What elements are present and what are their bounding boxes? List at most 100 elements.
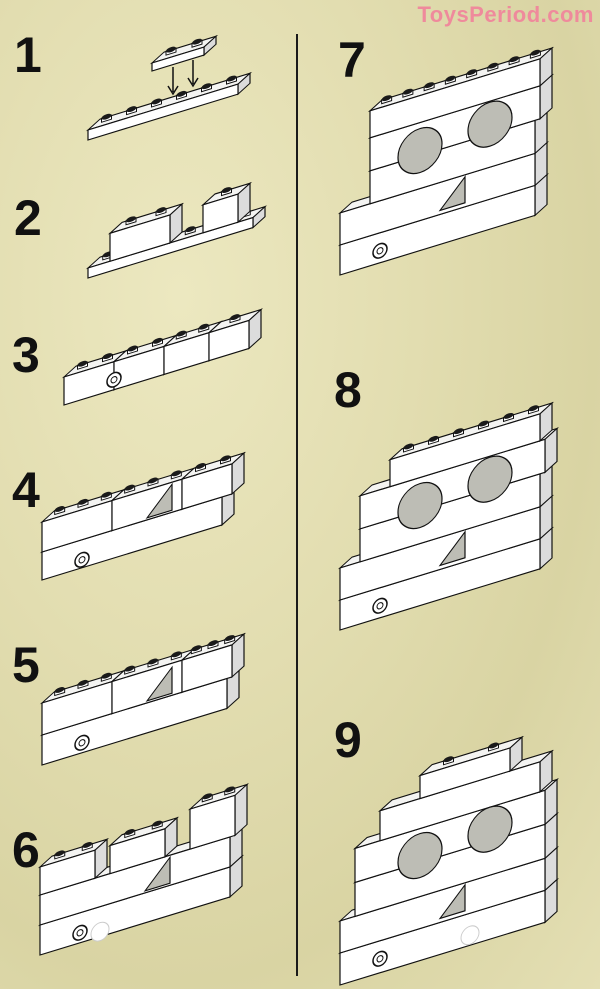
pin-icon (74, 551, 90, 568)
stud-top (78, 679, 88, 686)
step-number-5: 5 (12, 637, 40, 693)
column-divider (296, 34, 298, 976)
stud-top (101, 672, 112, 679)
step-4-model (39, 451, 247, 581)
stud-top (102, 353, 113, 360)
stud-top (126, 106, 137, 113)
brick-front (189, 794, 236, 850)
stud-top (208, 640, 218, 647)
pin-icon (372, 950, 388, 967)
stud-top (148, 658, 158, 665)
stud-top (54, 850, 65, 857)
triangle-opening (145, 482, 173, 519)
stud-top (443, 756, 454, 763)
brick-front (151, 46, 205, 72)
pin-hole (110, 376, 118, 384)
stud-top (201, 83, 212, 90)
stud-top (224, 786, 235, 793)
stud-top (445, 75, 456, 82)
stud-top (226, 75, 237, 82)
stud-top (192, 38, 202, 45)
stud-top (530, 49, 541, 56)
step-number-7: 7 (338, 32, 366, 88)
stud-top (151, 98, 162, 105)
stud-top (124, 665, 135, 672)
stud-top (171, 470, 182, 477)
stud-top (101, 491, 112, 498)
stud-top (466, 69, 477, 76)
triangle-opening (438, 883, 466, 920)
pin-hole (376, 602, 384, 610)
stud-top (221, 187, 232, 193)
round-opening (467, 100, 513, 148)
pin-hole (78, 556, 86, 564)
stud-top (509, 56, 520, 63)
stud-top (402, 88, 413, 95)
pin-icon (372, 597, 388, 614)
pin-hole (376, 247, 384, 255)
stud-top (148, 477, 158, 484)
stud-top (176, 330, 187, 337)
stud-top (381, 95, 392, 102)
step-number-4: 4 (12, 462, 40, 518)
step-3-model (61, 308, 264, 406)
step-1-new-plate (149, 34, 219, 72)
round-opening (467, 455, 513, 503)
brick-top (85, 72, 253, 132)
stud-top (127, 345, 138, 352)
pin-hole (376, 955, 384, 963)
stud-top (185, 226, 196, 233)
triangle-opening (145, 665, 173, 702)
stud-top (195, 463, 206, 469)
triangle-opening (438, 530, 466, 567)
stud-top (488, 742, 499, 749)
stud-top (77, 360, 88, 367)
stud-top (478, 420, 489, 427)
brick-front (181, 644, 233, 693)
brick-front (369, 58, 541, 139)
stud-top (54, 506, 65, 512)
stud-top (171, 651, 182, 658)
stud-top (126, 216, 136, 223)
stud-top (202, 793, 213, 800)
step-number-2: 2 (14, 190, 42, 246)
round-brick-icon (90, 921, 110, 942)
pin-hole (78, 739, 86, 747)
stud-top (428, 435, 439, 442)
stud-top (176, 90, 187, 97)
arrow-down-icon (167, 60, 199, 96)
stud-top (487, 62, 498, 69)
triangle-opening (143, 855, 171, 892)
triangle-opening (438, 175, 466, 212)
step-number-9: 9 (334, 712, 362, 768)
stud-top (191, 645, 202, 652)
brick-front (39, 849, 96, 896)
stud-top (101, 113, 112, 120)
round-brick-icon (460, 925, 480, 946)
stud-top (124, 484, 135, 491)
step-number-6: 6 (12, 822, 40, 878)
step-number-3: 3 (12, 327, 40, 383)
pin-icon (74, 734, 90, 751)
step-1-model (85, 72, 253, 141)
pin-hole (76, 929, 84, 937)
stud-top (152, 820, 163, 827)
stud-top (453, 428, 464, 435)
brick-front (109, 828, 166, 875)
step-9-model (337, 735, 560, 986)
stud-top (124, 829, 135, 835)
step-number-8: 8 (334, 362, 362, 418)
stud-top (82, 842, 93, 848)
step-7-model (337, 46, 555, 276)
brick-front (181, 463, 233, 510)
brick-front (419, 747, 511, 800)
stud-top (54, 687, 65, 693)
stud-top (166, 46, 176, 53)
watermark-logo: ToysPeriod.com (417, 2, 594, 27)
step-number-1: 1 (14, 27, 42, 83)
step-6-model (37, 783, 250, 956)
round-opening (467, 805, 513, 853)
pin-icon (372, 242, 388, 259)
stud-top (198, 323, 209, 330)
